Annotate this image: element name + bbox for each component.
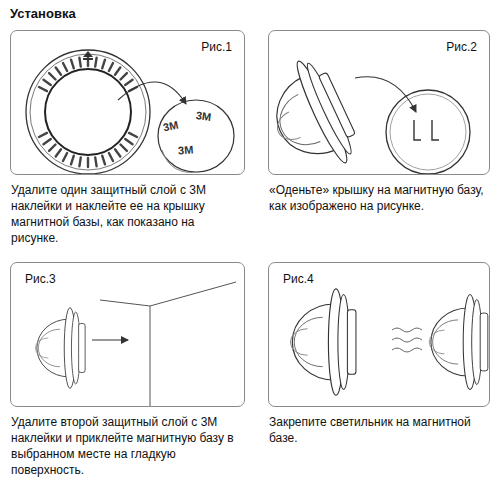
cover-fitting-drawing: [255, 52, 470, 183]
figure-number: Рис.2: [444, 40, 479, 54]
figure-panel: Рис.3Удалите второй защитный слой с 3M н…: [10, 262, 245, 407]
figure-number: Рис.3: [23, 272, 58, 286]
step-caption: «Оденьте» крышку на магнитную базу, как …: [269, 182, 487, 214]
wall-mount-drawing: [35, 282, 236, 406]
cover-drawing: [26, 50, 234, 174]
figure-panel: Рис.1Удалите один защитный слой с 3M нак…: [10, 30, 245, 175]
sticker-label: 3M: [195, 109, 212, 123]
step-caption: Удалите второй защитный слой с 3M наклей…: [11, 414, 242, 478]
step-caption: Закрепите светильник на магнитной базе.: [269, 414, 487, 446]
figure-panel: Рис.2«Оденьте» крышку на магнитную базу,…: [268, 30, 490, 175]
figure-number: Рис.4: [281, 272, 316, 286]
lamp-attach-drawing: [290, 289, 487, 395]
sticker-label: 3M: [178, 143, 194, 156]
step-caption: Удалите один защитный слой с 3M наклейки…: [11, 182, 242, 246]
heading: Установка: [10, 6, 76, 22]
figure-panel: Рис.4Закрепите светильник на магнитной б…: [268, 262, 490, 407]
figure-number: Рис.1: [199, 40, 234, 54]
